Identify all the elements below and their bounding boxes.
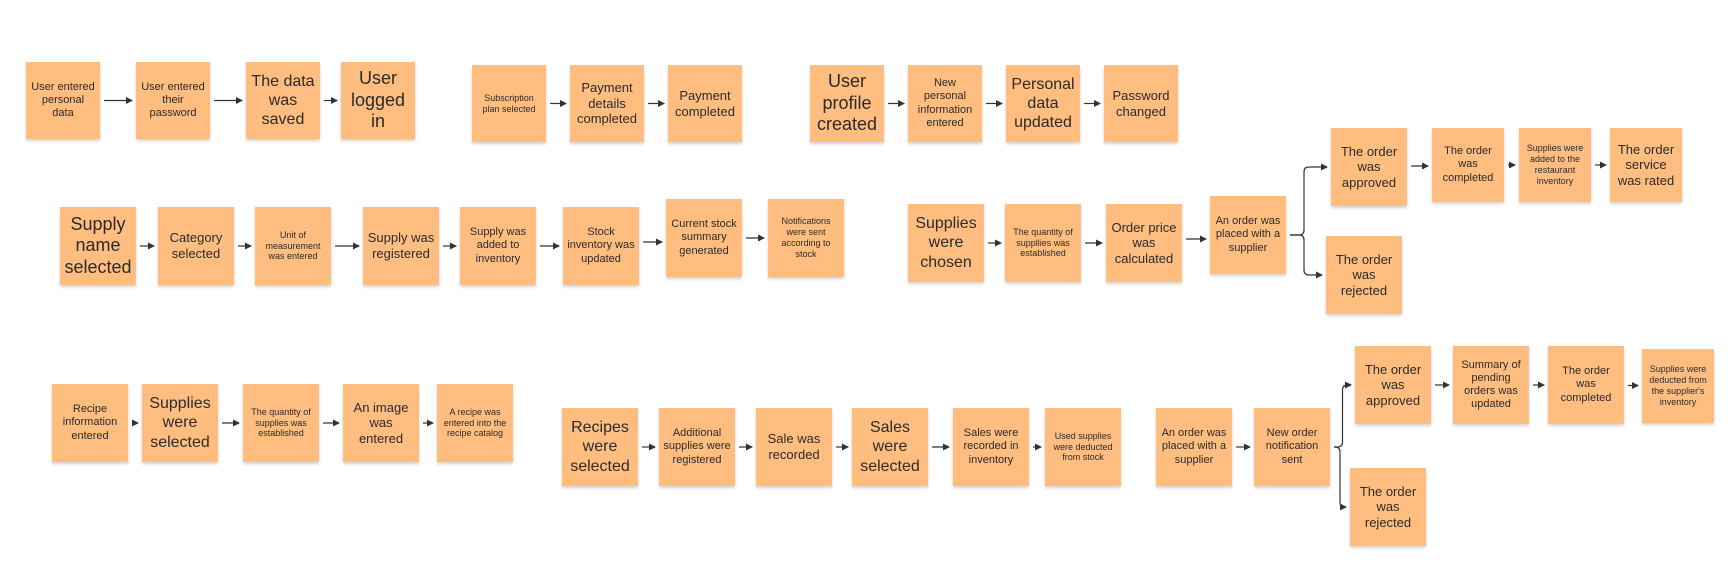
- sticky-note-n23[interactable]: An order was placed with a supplier: [1210, 196, 1286, 274]
- sticky-note-text: Used supplies were deducted from stock: [1053, 430, 1113, 463]
- connector-arrow-n23-n28[interactable]: [1290, 234, 1323, 279]
- sticky-note-text: Supplies were selected: [149, 395, 211, 451]
- sticky-note-n29[interactable]: Recipe information entered: [52, 384, 128, 462]
- sticky-note-n1[interactable]: User entered personal data: [26, 62, 100, 139]
- sticky-note-n31[interactable]: The quantity of supplies was established: [243, 384, 319, 462]
- sticky-note-text: User entered their password: [141, 80, 205, 120]
- sticky-note-n26[interactable]: Supplies were added to the restaurant in…: [1519, 128, 1591, 202]
- sticky-note-n8[interactable]: User profile created: [810, 65, 884, 142]
- sticky-note-text: Summary of pending orders was updated: [1461, 358, 1521, 411]
- sticky-note-text: User profile created: [816, 71, 878, 135]
- sticky-note-n27[interactable]: The order service was rated: [1610, 128, 1682, 202]
- sticky-note-n11[interactable]: Password changed: [1104, 65, 1178, 142]
- sticky-note-n18[interactable]: Current stock summary generated: [666, 199, 742, 277]
- sticky-note-text: Notifications were sent according to sto…: [781, 216, 831, 259]
- sticky-note-n13[interactable]: Category selected: [158, 207, 234, 285]
- sticky-note-n20[interactable]: Supplies were chosen: [908, 204, 984, 282]
- sticky-note-text: Recipes were selected: [570, 419, 630, 475]
- sticky-note-text: The order was rejected: [1359, 483, 1417, 530]
- connector-arrow-n23-n24[interactable]: [1290, 163, 1328, 236]
- sticky-note-text: The data was saved: [251, 72, 315, 129]
- sticky-note-text: The order was approved: [1364, 361, 1422, 408]
- sticky-note-n39[interactable]: Used supplies were deducted from stock: [1045, 408, 1121, 486]
- sticky-note-text: Order price was calculated: [1111, 219, 1177, 266]
- sticky-note-n46[interactable]: The order was rejected: [1350, 468, 1426, 546]
- sticky-note-text: An order was placed with a supplier: [1215, 215, 1281, 254]
- sticky-note-n30[interactable]: Supplies were selected: [142, 384, 218, 462]
- sticky-note-n43[interactable]: Summary of pending orders was updated: [1453, 346, 1529, 424]
- sticky-note-text: Payment completed: [675, 87, 735, 119]
- sticky-note-n10[interactable]: Personal data updated: [1006, 65, 1080, 142]
- sticky-note-text: Supplies were added to the restaurant in…: [1526, 143, 1584, 186]
- sticky-note-text: The quantity of supplies was established: [251, 406, 311, 439]
- sticky-note-text: User logged in: [350, 68, 406, 132]
- sticky-note-n22[interactable]: Order price was calculated: [1106, 204, 1182, 282]
- sticky-note-text: Sales were selected: [860, 419, 920, 475]
- sticky-note-n34[interactable]: Recipes were selected: [562, 408, 638, 486]
- sticky-note-text: An order was placed with a supplier: [1161, 427, 1227, 466]
- sticky-note-text: Additional supplies were registered: [663, 427, 731, 466]
- sticky-note-n6[interactable]: Payment details completed: [570, 65, 644, 142]
- sticky-note-n38[interactable]: Sales were recorded in inventory: [953, 408, 1029, 486]
- sticky-note-n16[interactable]: Supply was added to inventory: [460, 207, 536, 285]
- sticky-note-text: The order service was rated: [1617, 141, 1675, 188]
- sticky-note-text: New order notification sent: [1265, 427, 1319, 466]
- sticky-note-text: Stock inventory was updated: [567, 226, 635, 265]
- sticky-note-text: Unit of measurement was entered: [265, 229, 321, 262]
- sticky-note-text: Sales were recorded in inventory: [963, 427, 1019, 466]
- sticky-note-n5[interactable]: Subscription plan selected: [472, 65, 546, 142]
- sticky-note-n7[interactable]: Payment completed: [668, 65, 742, 142]
- connector-arrow-n41-n46[interactable]: [1334, 446, 1347, 511]
- sticky-note-n24[interactable]: The order was approved: [1331, 128, 1407, 206]
- sticky-note-n45[interactable]: Supplies were deducted from the supplier…: [1642, 349, 1714, 423]
- sticky-note-n4[interactable]: User logged in: [341, 62, 415, 139]
- connector-arrow-n41-n42[interactable]: [1334, 381, 1352, 448]
- sticky-note-text: An image was entered: [353, 399, 409, 446]
- sticky-note-n32[interactable]: An image was entered: [343, 384, 419, 462]
- sticky-note-text: Recipe information entered: [62, 403, 118, 442]
- sticky-note-n12[interactable]: Supply name selected: [60, 207, 136, 285]
- sticky-note-text: Payment details completed: [577, 80, 637, 127]
- sticky-note-text: The order was completed: [1560, 365, 1612, 404]
- sticky-note-text: Personal data updated: [1011, 75, 1075, 132]
- sticky-note-n15[interactable]: Supply was registered: [363, 207, 439, 285]
- sticky-note-text: Password changed: [1112, 87, 1170, 119]
- sticky-note-n2[interactable]: User entered their password: [136, 62, 210, 139]
- sticky-note-text: Supply was registered: [367, 230, 435, 261]
- sticky-note-text: The quantity of suppllies was establishe…: [1013, 226, 1073, 259]
- sticky-note-n42[interactable]: The order was approved: [1355, 346, 1431, 424]
- sticky-note-n40[interactable]: An order was placed with a supplier: [1156, 408, 1232, 486]
- sticky-note-n36[interactable]: Sale was recorded: [756, 408, 832, 486]
- sticky-note-text: Current stock summary generated: [671, 218, 737, 257]
- sticky-note-n33[interactable]: A recipe was entered into the recipe cat…: [437, 384, 513, 462]
- sticky-note-text: Sale was recorded: [767, 431, 821, 462]
- sticky-note-n25[interactable]: The order was completed: [1432, 128, 1504, 202]
- sticky-note-text: Supplies were deducted from the supplier…: [1649, 364, 1707, 407]
- sticky-note-text: Supplies were chosen: [915, 215, 977, 271]
- sticky-note-n14[interactable]: Unit of measurement was entered: [255, 207, 331, 285]
- sticky-note-n17[interactable]: Stock inventory was updated: [563, 207, 639, 285]
- sticky-note-text: The order was completed: [1442, 145, 1494, 184]
- sticky-note-n35[interactable]: Additional supplies were registered: [659, 408, 735, 486]
- sticky-note-n44[interactable]: The order was completed: [1548, 346, 1624, 424]
- sticky-note-n37[interactable]: Sales were selected: [852, 408, 928, 486]
- sticky-note-text: The order was rejected: [1335, 251, 1393, 298]
- sticky-note-text: Subscription plan selected: [482, 92, 536, 114]
- sticky-note-n9[interactable]: New personal information entered: [908, 65, 982, 142]
- sticky-note-text: Category selected: [169, 230, 223, 261]
- sticky-note-n28[interactable]: The order was rejected: [1326, 236, 1402, 314]
- sticky-note-n3[interactable]: The data was saved: [246, 62, 320, 139]
- sticky-note-text: User entered personal data: [31, 80, 95, 120]
- sticky-note-text: Supply name selected: [64, 213, 132, 277]
- sticky-note-n21[interactable]: The quantity of suppllies was establishe…: [1005, 204, 1081, 282]
- sticky-note-text: The order was approved: [1340, 143, 1398, 190]
- sticky-note-n19[interactable]: Notifications were sent according to sto…: [768, 199, 844, 277]
- sticky-note-text: Supply was added to inventory: [469, 226, 527, 265]
- sticky-note-text: A recipe was entered into the recipe cat…: [443, 406, 507, 439]
- sticky-note-text: New personal information entered: [917, 77, 973, 129]
- sticky-note-n41[interactable]: New order notification sent: [1254, 408, 1330, 486]
